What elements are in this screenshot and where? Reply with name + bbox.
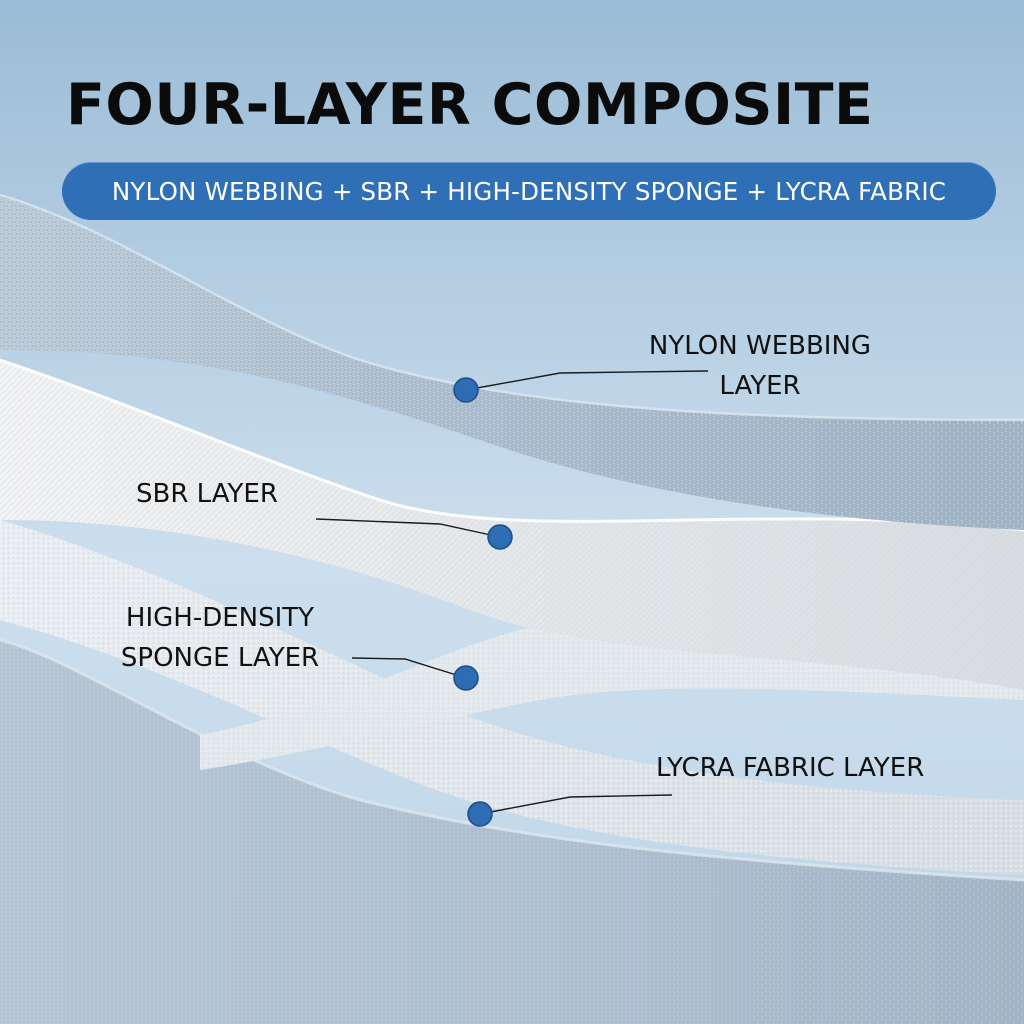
sbr-marker — [487, 524, 513, 550]
page-title: FOUR-LAYER COMPOSITE — [66, 72, 874, 138]
sponge-marker — [453, 665, 479, 691]
nylon-label-line2: LAYER — [719, 371, 801, 401]
lycra-label: LYCRA FABRIC LAYER — [656, 748, 924, 788]
lycra-strip — [0, 638, 1024, 1024]
nylon-marker — [453, 377, 479, 403]
subtitle-pill: NYLON WEBBING + SBR + HIGH-DENSITY SPONG… — [62, 162, 996, 220]
nylon-strip — [0, 193, 1024, 530]
sbr-callout — [315, 518, 513, 550]
sbr-label: SBR LAYER — [136, 474, 278, 514]
sbr-label-line1: SBR LAYER — [136, 479, 278, 509]
sponge-callout — [351, 657, 479, 691]
lycra-callout — [467, 794, 673, 827]
lycra-label-line1: LYCRA FABRIC LAYER — [656, 753, 925, 783]
sponge-label: HIGH-DENSITY SPONGE LAYER — [100, 598, 340, 678]
sponge-leader-line — [351, 657, 467, 679]
sponge-label-line2: SPONGE LAYER — [120, 643, 320, 673]
nylon-leader-line — [465, 370, 709, 391]
lycra-leader-line — [479, 794, 673, 815]
lycra-marker — [467, 801, 493, 827]
nylon-label-line1: NYLON WEBBING — [648, 331, 872, 361]
nylon-label: NYLON WEBBING LAYER — [620, 326, 900, 406]
sbr-strip — [0, 358, 1024, 690]
nylon-callout — [453, 370, 709, 403]
sbr-leader-line — [315, 518, 501, 538]
subtitle-text: NYLON WEBBING + SBR + HIGH-DENSITY SPONG… — [111, 176, 947, 206]
sponge-label-line1: HIGH-DENSITY — [125, 603, 315, 633]
